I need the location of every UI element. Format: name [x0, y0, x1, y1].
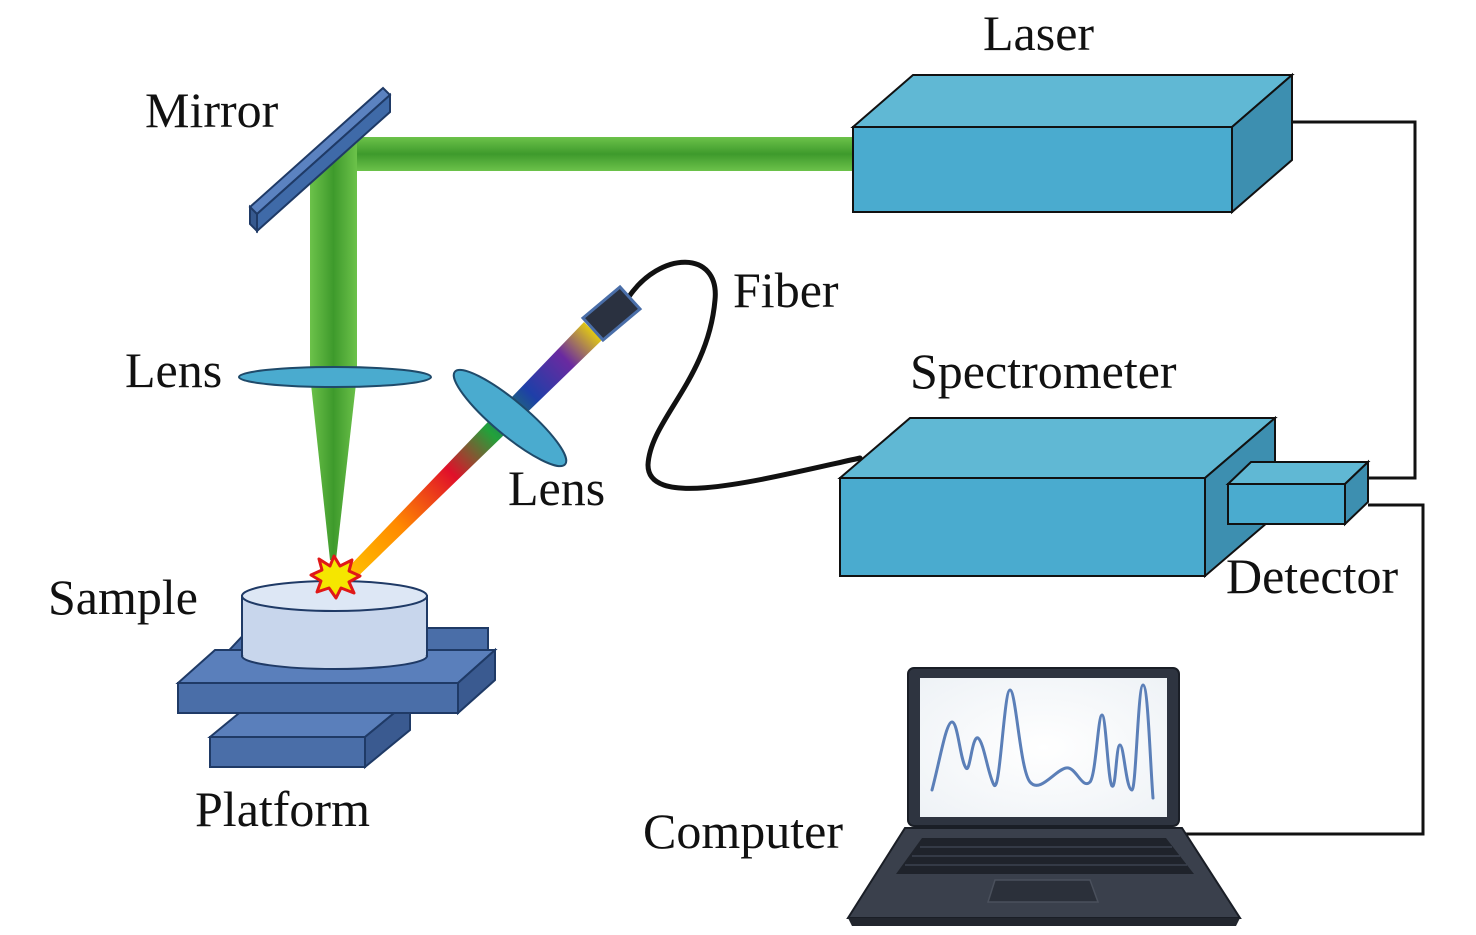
collecting-lens-label: Lens — [508, 460, 605, 516]
optical-fiber — [625, 259, 863, 491]
detector-computer-wire — [1180, 503, 1425, 836]
detector-label: Detector — [1226, 548, 1398, 604]
computer-label: Computer — [643, 803, 843, 859]
spectrometer-label: Spectrometer — [910, 343, 1177, 399]
collecting-lens — [452, 368, 568, 468]
plasma-emission-cone — [338, 322, 602, 586]
laptop-screen — [920, 678, 1167, 817]
platform-label: Platform — [195, 781, 370, 837]
focusing-lens-label: Lens — [125, 342, 222, 398]
spectrometer-device — [837, 415, 1278, 579]
keyboard-keys — [905, 846, 1187, 866]
mirror — [248, 86, 392, 234]
laptop — [846, 667, 1242, 926]
mirror-label: Mirror — [145, 82, 279, 138]
spectrum-trace — [930, 683, 1155, 800]
touchpad — [986, 879, 1100, 903]
laser-detector-wire — [1293, 120, 1417, 480]
detector-device — [1225, 459, 1371, 527]
plasma-spark — [309, 554, 362, 600]
laser-label: Laser — [983, 5, 1094, 61]
focusing-lens — [238, 366, 432, 388]
laser-device — [850, 72, 1295, 215]
sample-label: Sample — [48, 569, 198, 625]
fiber-label: Fiber — [733, 262, 839, 318]
fiber-head — [580, 284, 643, 343]
